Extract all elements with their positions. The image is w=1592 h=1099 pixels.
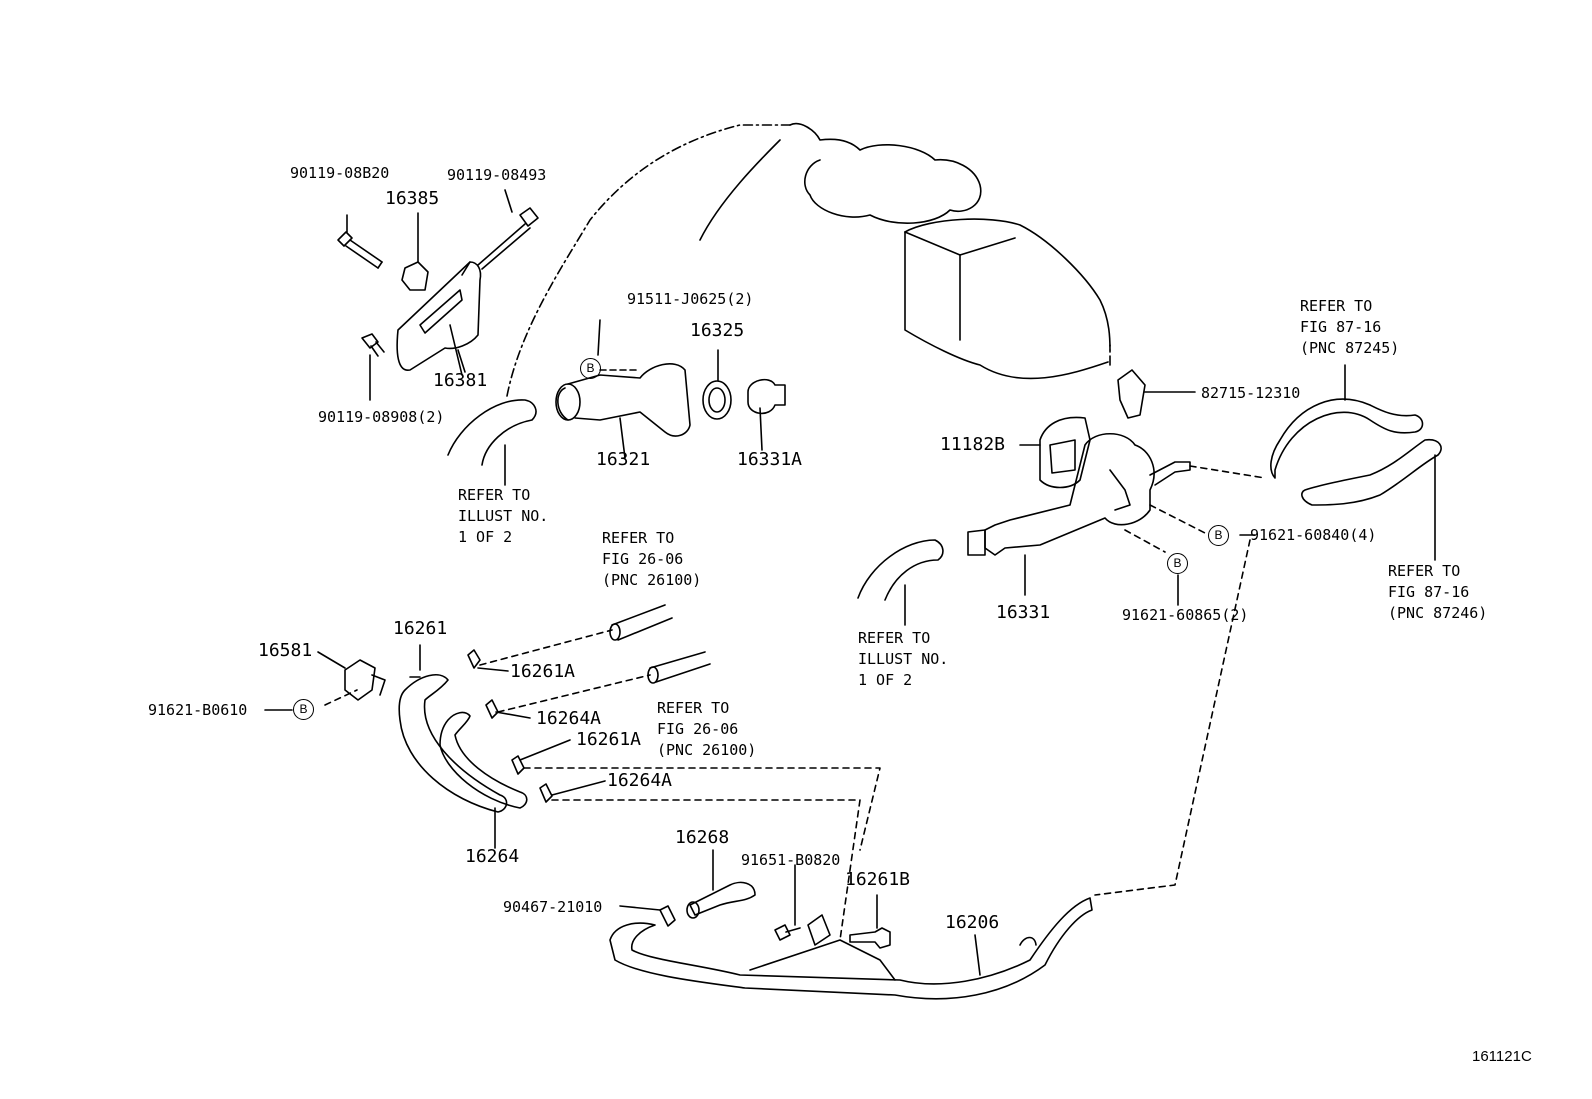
hose-87245 [1270, 364, 1424, 479]
leader-16381 [449, 324, 463, 376]
leader-16261a-1 [477, 667, 509, 672]
label-16261a-upper: 16261A [510, 661, 576, 682]
dash-lines-right [1094, 465, 1266, 896]
label-91621-60840: 91621-60840(4) [1250, 526, 1377, 544]
bolt-91651 [774, 864, 831, 946]
note-refer-illust-left: REFER TO ILLUST NO. 1 OF 2 [458, 486, 549, 546]
note-refer-fig-26-06-a: REFER TO FIG 26-06 (PNC 26100) [602, 529, 702, 589]
water-inlet-16321 [555, 363, 691, 459]
label-90119-08b20: 90119-08B20 [290, 164, 390, 182]
pipe-16206 [609, 897, 1093, 1000]
label-16261b: 16261B [845, 869, 911, 890]
gasket-11182b [1019, 416, 1091, 489]
label-11182b: 11182B [940, 434, 1006, 455]
hose-left-illust [447, 399, 537, 486]
label-90119-08493: 90119-08493 [447, 166, 547, 184]
gasket-16325 [702, 349, 732, 420]
label-91621-60865: 91621-60865(2) [1122, 606, 1249, 624]
hose-mid-illust [857, 539, 944, 626]
label-16385: 16385 [385, 188, 440, 209]
label-16381: 16381 [433, 370, 488, 391]
label-90467-21010: 90467-21010 [503, 898, 603, 916]
bolt-90119-08908 [361, 333, 385, 401]
bolt-16261b [849, 894, 891, 949]
thermostat-16331a [747, 378, 786, 451]
leader-16264a-2 [551, 780, 606, 796]
dash-lines-left [324, 629, 881, 941]
bolt-90119-08b20 [337, 214, 383, 269]
label-16206: 16206 [945, 912, 1000, 933]
label-16261a-lower: 16261A [576, 729, 642, 750]
label-82715-12310: 82715-12310 [1201, 384, 1301, 402]
label-91511-j0625: 91511-J0625(2) [627, 290, 754, 308]
label-16264a-lower: 16264A [607, 770, 673, 791]
clip-90467 [619, 905, 676, 927]
label-16581: 16581 [258, 640, 313, 661]
figure-code: 161121C [1472, 1048, 1532, 1065]
marker-b-91621-b0610: B [293, 699, 314, 720]
nut-16385 [401, 212, 429, 291]
water-outlet-16331 [967, 433, 1191, 596]
leader-91511 [597, 319, 601, 356]
label-91621-b0610: 91621-B0610 [148, 701, 248, 719]
bracket-16581 [317, 651, 386, 701]
bracket-82715 [1117, 369, 1196, 419]
hose-16264 [439, 711, 528, 849]
hose-16261 [398, 644, 508, 813]
label-16264: 16264 [465, 846, 520, 867]
marker-b-91511: B [580, 358, 601, 379]
label-16261: 16261 [393, 618, 448, 639]
marker-b-91621-60865: B [1167, 553, 1188, 574]
label-91651-b0820: 91651-B0820 [741, 851, 841, 869]
engine-outline [506, 124, 1111, 397]
note-refer-illust-mid: REFER TO ILLUST NO. 1 OF 2 [858, 629, 949, 689]
pipes-26100 [609, 604, 711, 684]
label-90119-08908: 90119-08908(2) [318, 408, 445, 426]
note-refer-fig-26-06-b: REFER TO FIG 26-06 (PNC 26100) [657, 699, 757, 759]
label-16331: 16331 [996, 602, 1051, 623]
label-16321: 16321 [596, 449, 651, 470]
bolt-90119-08493 [477, 189, 539, 270]
bracket-16381 [396, 261, 482, 373]
note-refer-fig-87-16-b: REFER TO FIG 87-16 (PNC 87246) [1388, 562, 1488, 622]
label-16325: 16325 [690, 320, 745, 341]
leader-16264a-1 [495, 711, 531, 719]
marker-b-91621-60840: B [1208, 525, 1229, 546]
note-refer-fig-87-16-a: REFER TO FIG 87-16 (PNC 87245) [1300, 297, 1400, 357]
engine-block-outline [699, 122, 1111, 380]
label-16268: 16268 [675, 827, 730, 848]
hose-16268 [686, 849, 756, 919]
leader-16261a-2 [519, 739, 571, 761]
label-16264a-upper: 16264A [536, 708, 602, 729]
hose-87246 [1301, 438, 1442, 561]
label-16331a: 16331A [737, 449, 803, 470]
